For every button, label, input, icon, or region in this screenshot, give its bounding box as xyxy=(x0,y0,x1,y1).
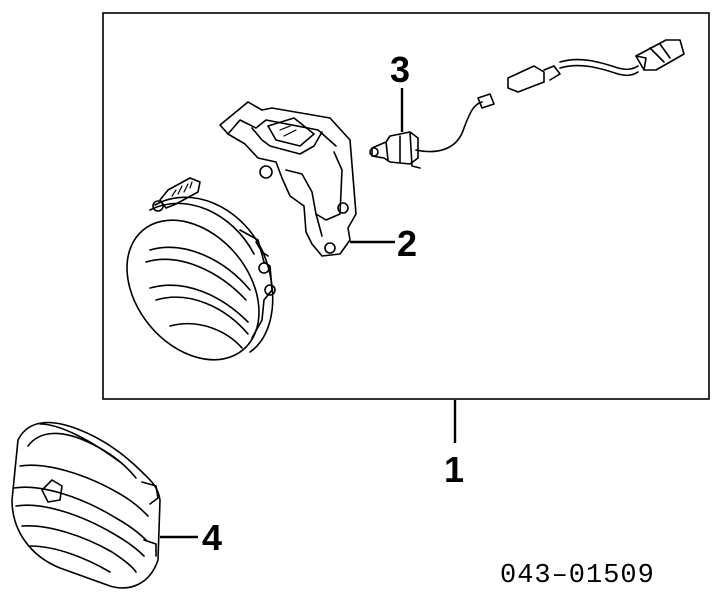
callout-3: 3 xyxy=(390,49,410,90)
callout-4: 4 xyxy=(202,517,222,558)
bulb xyxy=(369,131,421,169)
assembly-box xyxy=(102,12,710,400)
mounting-bracket xyxy=(219,101,357,257)
callout-1: 1 xyxy=(444,449,464,490)
wiring-harness xyxy=(415,39,685,153)
fog-lamp-housing xyxy=(126,177,276,361)
bezel xyxy=(11,421,161,589)
callout-2: 2 xyxy=(397,223,417,264)
part-number: 043–01509 xyxy=(500,561,655,591)
